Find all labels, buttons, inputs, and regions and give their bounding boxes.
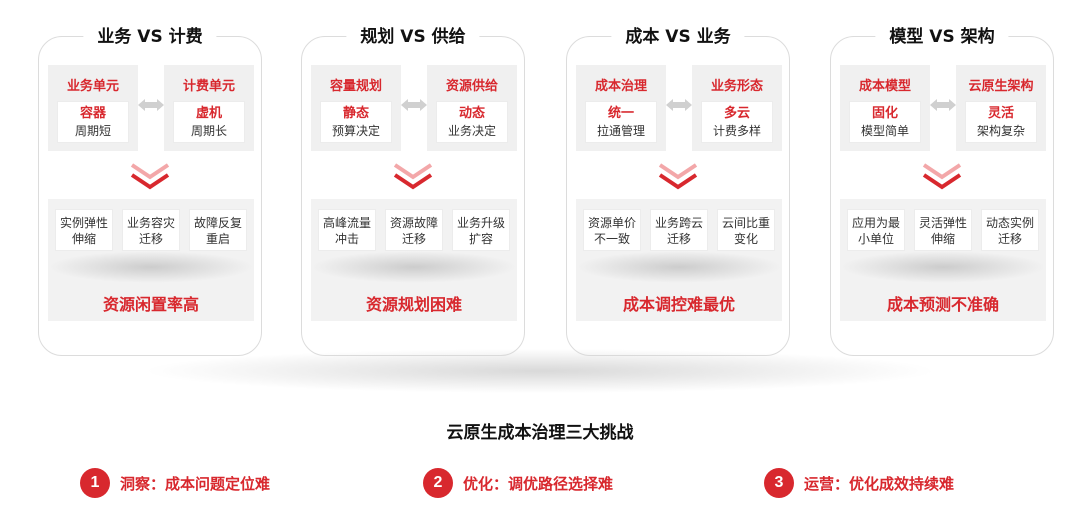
double-arrow-icon [930, 99, 956, 111]
left-box-heading: 成本治理 [594, 79, 647, 94]
chevron-down-icon [130, 163, 170, 190]
right-box-key: 灵活 [987, 106, 1014, 121]
card-title: 规划 VS 供给 [346, 25, 480, 49]
cause-item: 实例弹性伸缩 [55, 209, 113, 251]
left-box-content: 固化 模型简单 [849, 101, 921, 143]
cause-panel: 资源单价不一致 业务跨云迁移 云间比重变化 成本调控难最优 [576, 199, 782, 321]
right-box-sub: 架构复杂 [976, 124, 1025, 138]
left-box-key: 容器 [79, 106, 106, 121]
challenge-insight: 1 洞察：成本问题定位难 [80, 467, 270, 499]
double-arrow-icon [666, 99, 692, 111]
card-result: 资源闲置率高 [102, 295, 199, 314]
right-box: 业务形态 多云 计费多样 [692, 65, 782, 151]
challenge-card-planning-vs-supply: 规划 VS 供给 容量规划 静态 预算决定 资源供给 动态 业务决定 高峰流量冲… [301, 25, 525, 356]
cause-panel: 高峰流量冲击 资源故障迁移 业务升级扩容 资源规划困难 [311, 199, 517, 321]
number-badge: 3 [764, 468, 794, 498]
left-box: 业务单元 容器 周期短 [48, 65, 138, 151]
right-box-content: 多云 计费多样 [701, 101, 773, 143]
main-title: 云原生成本治理三大挑战 [446, 423, 634, 443]
right-box-heading: 云原生架构 [968, 79, 1034, 94]
double-arrow-icon [138, 99, 164, 111]
chevron-down-icon [658, 163, 698, 190]
cause-item: 业务跨云迁移 [650, 209, 708, 251]
right-box-sub: 周期长 [190, 124, 227, 138]
left-box-sub: 模型简单 [860, 124, 909, 138]
cause-item: 动态实例迁移 [981, 209, 1039, 251]
right-box-heading: 业务形态 [710, 79, 763, 94]
chevron-down-icon [393, 163, 433, 190]
left-box-content: 容器 周期短 [57, 101, 129, 143]
left-box-content: 统一 拉通管理 [585, 101, 657, 143]
cause-item: 故障反复重启 [189, 209, 247, 251]
cause-panel: 实例弹性伸缩 业务容灾迁移 故障反复重启 资源闲置率高 [48, 199, 254, 321]
cause-item: 资源故障迁移 [385, 209, 443, 251]
right-box-content: 动态 业务决定 [436, 101, 508, 143]
right-box-sub: 计费多样 [712, 124, 761, 138]
left-box-key: 统一 [607, 106, 634, 121]
left-box: 成本模型 固化 模型简单 [840, 65, 930, 151]
challenge-optimize: 2 优化：调优路径选择难 [423, 467, 613, 499]
cause-item: 应用为最小单位 [847, 209, 905, 251]
card-title: 业务 VS 计费 [83, 25, 217, 49]
left-box-heading: 容量规划 [329, 79, 382, 94]
left-box-heading: 业务单元 [66, 79, 119, 94]
right-box-sub: 业务决定 [447, 124, 496, 138]
right-box: 计费单元 虚机 周期长 [164, 65, 254, 151]
right-box-key: 多云 [723, 106, 750, 121]
card-result: 成本调控难最优 [622, 295, 735, 314]
left-box-sub: 周期短 [74, 124, 111, 138]
left-box-sub: 预算决定 [331, 124, 380, 138]
right-box-key: 动态 [458, 106, 485, 121]
right-box: 云原生架构 灵活 架构复杂 [956, 65, 1046, 151]
cause-panel: 应用为最小单位 灵活弹性伸缩 动态实例迁移 成本预测不准确 [840, 199, 1046, 321]
platform-shadow [130, 348, 950, 394]
cause-item: 云间比重变化 [717, 209, 775, 251]
left-box: 成本治理 统一 拉通管理 [576, 65, 666, 151]
left-box-key: 固化 [871, 106, 898, 121]
challenge-card-model-vs-architecture: 模型 VS 架构 成本模型 固化 模型简单 云原生架构 灵活 架构复杂 应用为最… [830, 25, 1054, 356]
challenge-text: 优化：调优路径选择难 [463, 474, 614, 493]
challenge-text: 运营：优化成效持续难 [804, 474, 955, 493]
double-arrow-icon [401, 99, 427, 111]
right-box: 资源供给 动态 业务决定 [427, 65, 517, 151]
card-result: 成本预测不准确 [886, 295, 999, 314]
cause-item: 资源单价不一致 [583, 209, 641, 251]
card-title: 成本 VS 业务 [611, 25, 745, 49]
right-box-content: 虚机 周期长 [173, 101, 245, 143]
number-badge: 1 [80, 468, 110, 498]
right-box-heading: 资源供给 [445, 79, 498, 94]
challenge-operate: 3 运营：优化成效持续难 [764, 467, 954, 499]
left-box-key: 静态 [342, 106, 369, 121]
left-box-content: 静态 预算决定 [320, 101, 392, 143]
right-box-heading: 计费单元 [182, 79, 235, 94]
cause-item: 高峰流量冲击 [318, 209, 376, 251]
card-title: 模型 VS 架构 [875, 25, 1009, 49]
number-badge: 2 [423, 468, 453, 498]
challenge-card-business-vs-billing: 业务 VS 计费 业务单元 容器 周期短 计费单元 虚机 周期长 实例弹性伸缩 … [38, 25, 262, 356]
right-box-content: 灵活 架构复杂 [965, 101, 1037, 143]
chevron-down-icon [922, 163, 962, 190]
cause-item: 业务升级扩容 [452, 209, 510, 251]
left-box: 容量规划 静态 预算决定 [311, 65, 401, 151]
challenge-text: 洞察：成本问题定位难 [120, 474, 271, 493]
cause-item: 灵活弹性伸缩 [914, 209, 972, 251]
cause-item: 业务容灾迁移 [122, 209, 180, 251]
left-box-sub: 拉通管理 [596, 124, 645, 138]
left-box-heading: 成本模型 [858, 79, 911, 94]
card-result: 资源规划困难 [365, 295, 462, 314]
challenge-card-cost-vs-business: 成本 VS 业务 成本治理 统一 拉通管理 业务形态 多云 计费多样 资源单价不… [566, 25, 790, 356]
right-box-key: 虚机 [195, 106, 222, 121]
